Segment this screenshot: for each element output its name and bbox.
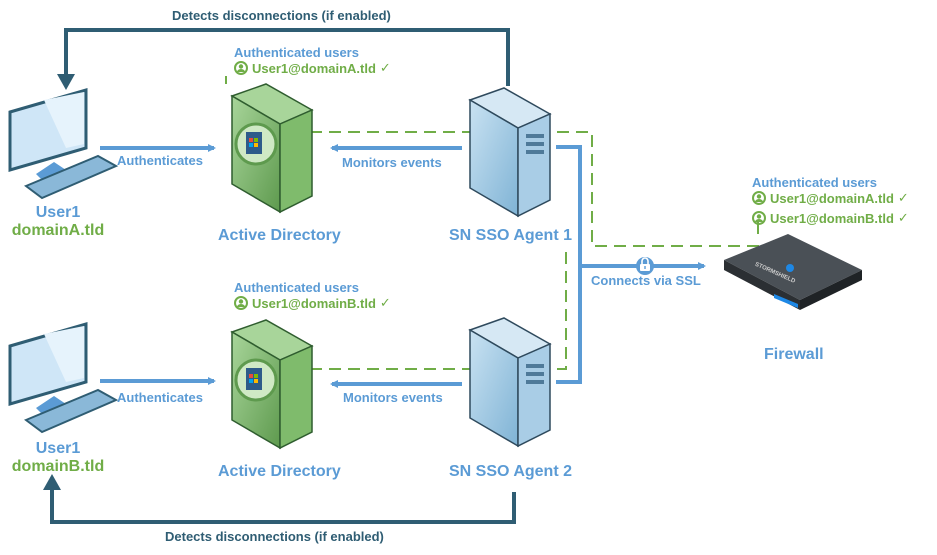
user-icon: [752, 191, 766, 205]
authenticates-a-label: Authenticates: [117, 153, 203, 168]
user-icon: [234, 61, 248, 75]
check-icon: ✓: [379, 295, 391, 310]
workstation-a-user: User1: [35, 204, 81, 221]
check-icon: ✓: [379, 60, 391, 75]
ssl-trunk-line: [556, 145, 582, 384]
ad-a-label: Active Directory: [218, 227, 341, 244]
monitors-b-label: Monitors events: [343, 390, 443, 405]
disconnect-bottom-label: Detects disconnections (if enabled): [165, 529, 384, 544]
workstation-b-icon: [8, 322, 119, 434]
ad-a-auth-user: User1@domainA.tld ✓: [234, 60, 391, 76]
workstation-b-user: User1: [35, 440, 81, 457]
disconnect-bottom-line: [50, 486, 516, 524]
ad-b-auth-panel: Authenticated users User1@domainB.tld ✓: [234, 280, 391, 311]
user-icon: [234, 296, 248, 310]
workstation-a-icon: [8, 88, 119, 200]
disconnect-lines: [50, 28, 516, 524]
agent-2-label: SN SSO Agent 2: [449, 463, 572, 480]
authenticates-b-label: Authenticates: [117, 390, 203, 405]
ad-a-auth-panel: Authenticated users User1@domainA.tld ✓: [234, 45, 391, 76]
disconnect-top-label: Detects disconnections (if enabled): [172, 8, 391, 23]
ad-b-auth-user: User1@domainB.tld ✓: [234, 295, 391, 311]
workstation-b-domain: domainB.tld: [11, 458, 105, 475]
firewall-label: Firewall: [764, 346, 824, 363]
workstation-a-domain: domainA.tld: [11, 222, 105, 239]
firewall-auth-user-a: User1@domainA.tld ✓: [752, 190, 909, 206]
ad-a-server-icon: [225, 76, 314, 214]
firewall-appliance-icon: [724, 220, 862, 310]
workstation-b-label: User1 domainB.tld: [0, 440, 116, 476]
check-icon: ✓: [897, 190, 909, 205]
ad-b-auth-title: Authenticated users: [234, 280, 359, 295]
firewall-auth-title: Authenticated users: [752, 175, 877, 190]
ssl-label: Connects via SSL: [591, 273, 701, 288]
workstation-a-label: User1 domainA.tld: [0, 204, 116, 240]
disconnect-top-line: [64, 28, 510, 86]
monitors-a-label: Monitors events: [342, 155, 442, 170]
ad-b-label: Active Directory: [218, 463, 341, 480]
firewall-auth-user-b: User1@domainB.tld ✓: [752, 210, 909, 226]
dashed-ad-a-to-firewall: [310, 131, 760, 247]
disconnect-bottom-arrowhead: [43, 474, 61, 490]
agent-1-server-icon: [468, 87, 552, 218]
lock-icon: [636, 257, 654, 275]
agent-1-label: SN SSO Agent 1: [449, 227, 572, 244]
dashed-ad-b-to-firewall: [310, 246, 567, 370]
ad-b-server-icon: [230, 319, 314, 450]
ad-a-auth-title: Authenticated users: [234, 45, 359, 60]
disconnect-top-arrowhead: [57, 74, 75, 90]
check-icon: ✓: [897, 210, 909, 225]
sync-dashed-lines: [310, 131, 760, 370]
agent-2-server-icon: [468, 317, 552, 448]
user-icon: [752, 211, 766, 225]
firewall-auth-panel: Authenticated users User1@domainA.tld ✓ …: [752, 175, 909, 226]
